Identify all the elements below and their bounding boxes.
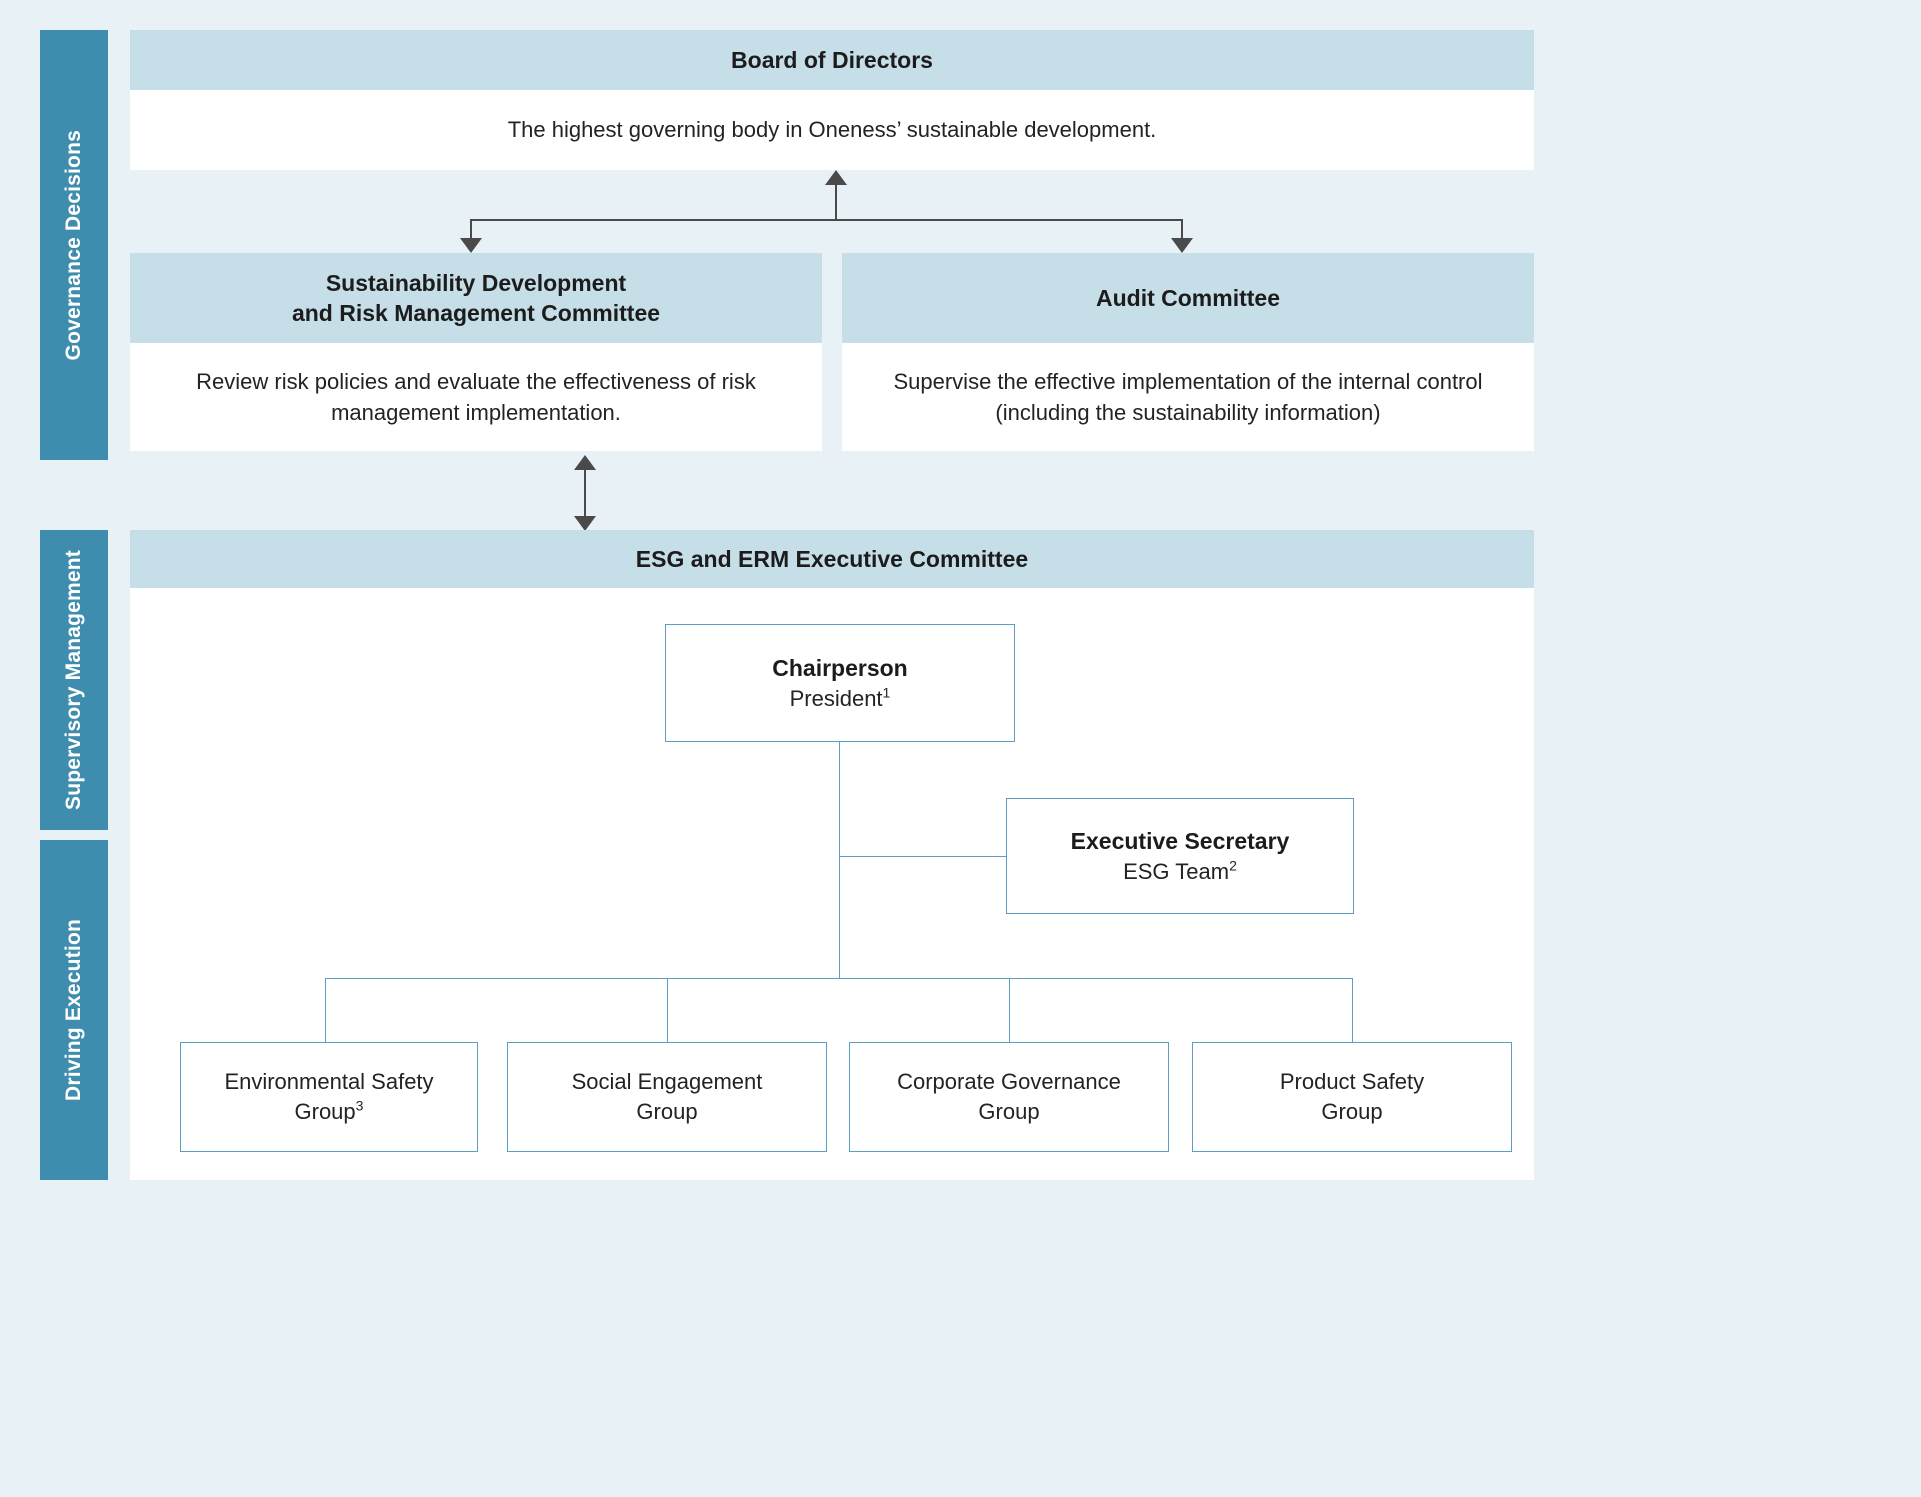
- audit-title: Audit Committee: [842, 253, 1534, 343]
- panel-board-of-directors: Board of Directors The highest governing…: [130, 30, 1534, 170]
- group-1-line2: Group3: [294, 1097, 364, 1124]
- sdrmc-title-line1: Sustainability Development: [325, 269, 627, 296]
- rail-supervisory-label: Supervisory Management: [62, 550, 85, 810]
- secretary-footnote: 2: [1229, 857, 1237, 874]
- group-3-line2: Group: [978, 1099, 1040, 1124]
- arrow-down-to-sdrmc: [460, 238, 482, 253]
- arrow-down-to-esg: [574, 516, 596, 531]
- audit-description: Supervise the effective implementation o…: [842, 343, 1534, 451]
- arrow-down-to-audit: [1171, 238, 1193, 253]
- connector-drop-right: [1181, 219, 1183, 240]
- group-1-footnote: 3: [355, 1097, 364, 1114]
- node-group-social-engagement[interactable]: Social Engagement Group: [507, 1042, 827, 1152]
- node-executive-secretary[interactable]: Executive Secretary ESG Team2: [1006, 798, 1354, 914]
- tree-spine-chairperson: [839, 742, 840, 978]
- tree-drop-group-1: [325, 978, 326, 1042]
- esg-committee-title: ESG and ERM Executive Committee: [130, 530, 1534, 588]
- group-4-line1: Product Safety: [1279, 1069, 1425, 1095]
- sdrmc-description: Review risk policies and evaluate the ef…: [130, 343, 822, 451]
- panel-audit-committee: Audit Committee Supervise the effective …: [842, 253, 1534, 451]
- tree-drop-group-3: [1009, 978, 1010, 1042]
- chairperson-role: Chairperson: [772, 654, 908, 681]
- rail-driving-execution: Driving Execution: [40, 840, 108, 1180]
- connector-board-vertical: [835, 185, 837, 220]
- group-2-line1: Social Engagement: [571, 1069, 763, 1095]
- tree-bus-groups: [325, 978, 1353, 979]
- tree-drop-group-2: [667, 978, 668, 1042]
- rail-supervisory-management: Supervisory Management: [40, 530, 108, 830]
- node-group-environmental-safety[interactable]: Environmental Safety Group3: [180, 1042, 478, 1152]
- tree-drop-group-4: [1352, 978, 1353, 1042]
- board-description: The highest governing body in Oneness’ s…: [130, 90, 1534, 170]
- secretary-role: Executive Secretary: [1070, 827, 1290, 854]
- node-chairperson[interactable]: Chairperson President1: [665, 624, 1015, 742]
- board-title: Board of Directors: [130, 30, 1534, 90]
- panel-sustainability-risk-committee: Sustainability Development and Risk Mana…: [130, 253, 822, 451]
- group-1-line1: Environmental Safety: [224, 1069, 434, 1095]
- rail-governance-label: Governance Decisions: [62, 129, 85, 361]
- connector-sdrmc-esg-vertical: [584, 466, 586, 524]
- node-group-corporate-governance[interactable]: Corporate Governance Group: [849, 1042, 1169, 1152]
- group-2-line2: Group: [636, 1099, 698, 1124]
- group-4-line2: Group: [1321, 1099, 1383, 1124]
- chairperson-holder: President1: [789, 684, 891, 711]
- connector-horizontal-bar: [470, 219, 1182, 221]
- sdrmc-title-line2: and Risk Management Committee: [291, 300, 661, 326]
- rail-driving-label: Driving Execution: [62, 919, 85, 1101]
- panel-esg-erm-executive-committee: ESG and ERM Executive Committee Chairper…: [130, 530, 1534, 1180]
- tree-branch-secretary: [839, 856, 1006, 857]
- group-3-line1: Corporate Governance: [897, 1069, 1121, 1095]
- arrow-up-to-sdrmc: [574, 455, 596, 470]
- sdrmc-title: Sustainability Development and Risk Mana…: [130, 253, 822, 343]
- connector-drop-left: [470, 219, 472, 240]
- chairperson-footnote: 1: [882, 684, 891, 701]
- node-group-product-safety[interactable]: Product Safety Group: [1192, 1042, 1512, 1152]
- rail-governance-decisions: Governance Decisions: [40, 30, 108, 460]
- esg-committee-body: Chairperson President1 Executive Secreta…: [130, 588, 1534, 1180]
- secretary-holder: ESG Team2: [1123, 857, 1237, 884]
- arrow-up-to-board: [825, 170, 847, 185]
